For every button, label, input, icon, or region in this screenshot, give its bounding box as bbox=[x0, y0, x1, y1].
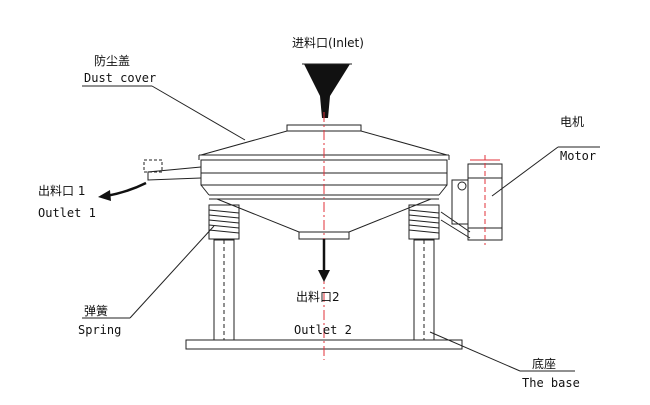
outlet1-label-cn: 出料口 1 bbox=[38, 184, 86, 198]
motor-label-cn: 电机 bbox=[560, 115, 585, 129]
motor-label-en: Motor bbox=[560, 149, 597, 163]
outlet1-arrow bbox=[98, 181, 147, 201]
sieve-body bbox=[143, 159, 448, 200]
motor bbox=[440, 155, 503, 245]
spring-right bbox=[408, 204, 440, 240]
base-label-en: The base bbox=[522, 376, 580, 390]
outlet2-label-cn: 出料口2 bbox=[296, 290, 340, 304]
dust-cover-label-en: Dust cover bbox=[84, 71, 157, 85]
base-label-cn: 底座 bbox=[532, 357, 557, 371]
outlet1-label-en: Outlet 1 bbox=[38, 206, 96, 220]
outlet2-label-en: Outlet 2 bbox=[294, 323, 352, 337]
dust-cover-label-cn: 防尘盖 bbox=[94, 54, 131, 68]
inlet-label: 进料口(Inlet) bbox=[292, 36, 364, 50]
spring-left bbox=[208, 204, 240, 240]
outlet2-arrow bbox=[318, 239, 330, 282]
spring-label-en: Spring bbox=[78, 323, 122, 337]
leader-lines bbox=[82, 85, 600, 372]
inlet-funnel bbox=[302, 63, 352, 118]
spring-label-cn: 弹簧 bbox=[84, 304, 109, 318]
